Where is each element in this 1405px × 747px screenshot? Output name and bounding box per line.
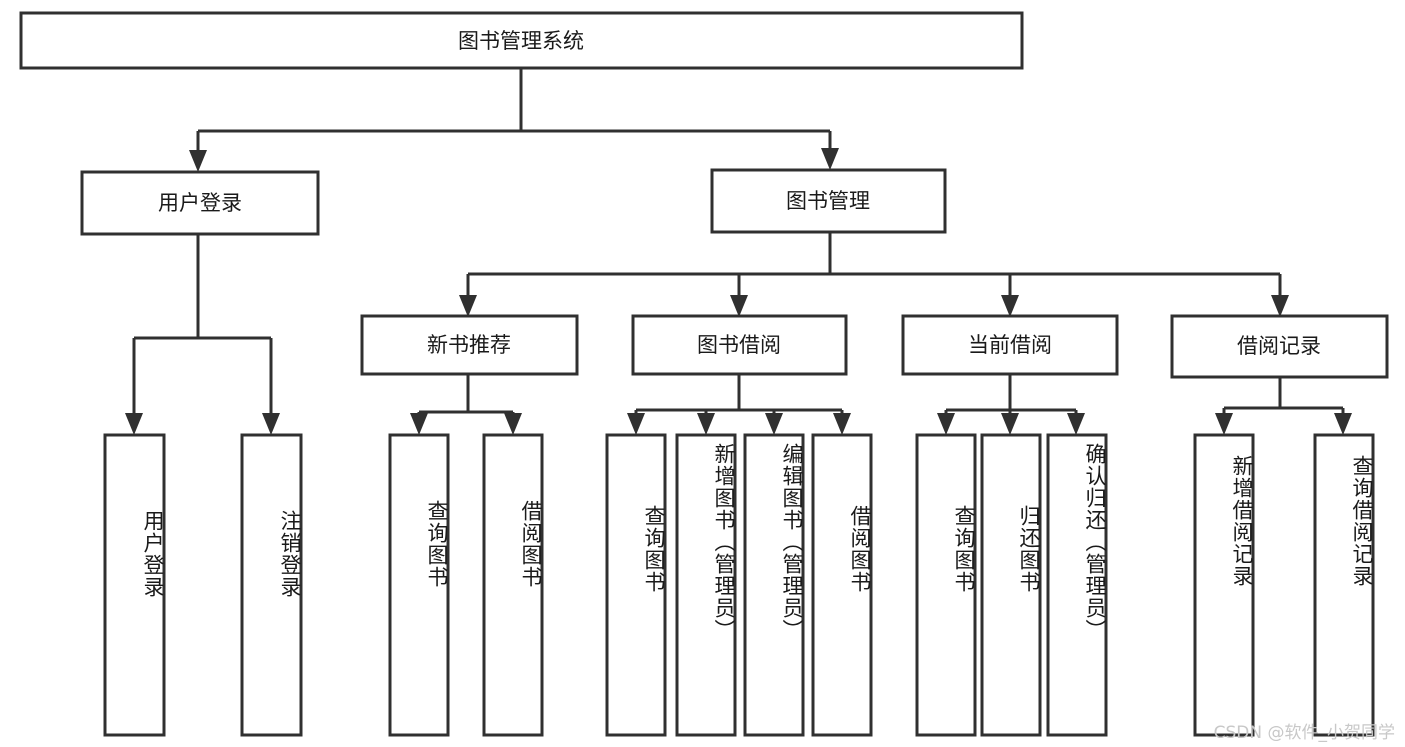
arrow-current-leaf2-icon [1001,413,1019,435]
node-box-leaf-query-book-1[interactable] [388,433,450,737]
node-box-newbook[interactable] [360,314,579,376]
label-login: 用户登录 [158,191,242,215]
node-box-leaf-add-record[interactable] [1193,433,1255,737]
node-box-leaf-user-login[interactable] [103,433,166,737]
arrow-to-current-icon [1001,295,1019,317]
node-box-record[interactable] [1170,314,1389,379]
node-box-leaf-edit-book[interactable] [743,433,805,737]
arrow-login-leaf1-icon [125,413,143,435]
connector-record-to-leaves [1215,377,1352,435]
node-box-leaf-logout[interactable] [240,433,303,737]
arrow-to-record-icon [1271,295,1289,317]
node-box-leaf-confirm-return[interactable] [1046,433,1108,737]
connector-bookmgmt-to-level2 [459,232,1289,317]
arrow-current-leaf3-icon [1067,413,1085,435]
node-box-leaf-add-book[interactable] [675,433,737,737]
node-box-current[interactable] [901,314,1119,376]
label-newbook: 新书推荐 [427,333,511,357]
arrow-borrow-leaf4-icon [833,413,851,435]
arrow-borrow-leaf2-icon [697,413,715,435]
csdn-watermark: CSDN @软件_小贺同学 [1213,723,1395,743]
node-box-leaf-query-book-2[interactable] [605,433,667,737]
node-box-leaf-borrow-book-2[interactable] [811,433,873,737]
arrow-newbook-leaf2-icon [504,413,522,435]
connector-borrow-to-leaves [627,374,851,435]
arrow-to-bookmgmt-icon [821,148,839,170]
connector-current-to-leaves [937,374,1085,435]
arrow-to-newbook-icon [459,295,477,317]
node-box-borrow[interactable] [631,314,848,376]
node-box-root[interactable] [19,11,1024,70]
node-box-login[interactable] [80,170,320,236]
label-borrow: 图书借阅 [697,333,781,357]
connector-root-to-level1 [189,68,839,172]
arrow-record-leaf1-icon [1215,413,1233,435]
label-bookmgmt: 图书管理 [786,189,870,213]
connector-newbook-to-leaves [410,374,522,435]
arrow-to-borrow-icon [730,295,748,317]
arrow-current-leaf1-icon [937,413,955,435]
node-box-leaf-return-book[interactable] [980,433,1042,737]
arrow-login-leaf2-icon [262,413,280,435]
connector-login-to-leaves [125,234,280,435]
label-current: 当前借阅 [968,333,1052,357]
label-root: 图书管理系统 [458,29,584,53]
arrow-record-leaf2-icon [1334,413,1352,435]
node-box-leaf-query-record[interactable] [1313,433,1375,737]
label-record: 借阅记录 [1237,334,1321,358]
node-box-leaf-borrow-book-1[interactable] [482,433,544,737]
arrow-newbook-leaf1-icon [410,413,428,435]
node-box-bookmgmt[interactable] [710,168,947,234]
arrow-to-login-icon [189,150,207,172]
node-box-leaf-query-book-3[interactable] [915,433,977,737]
arrow-borrow-leaf3-icon [765,413,783,435]
arrow-borrow-leaf1-icon [627,413,645,435]
